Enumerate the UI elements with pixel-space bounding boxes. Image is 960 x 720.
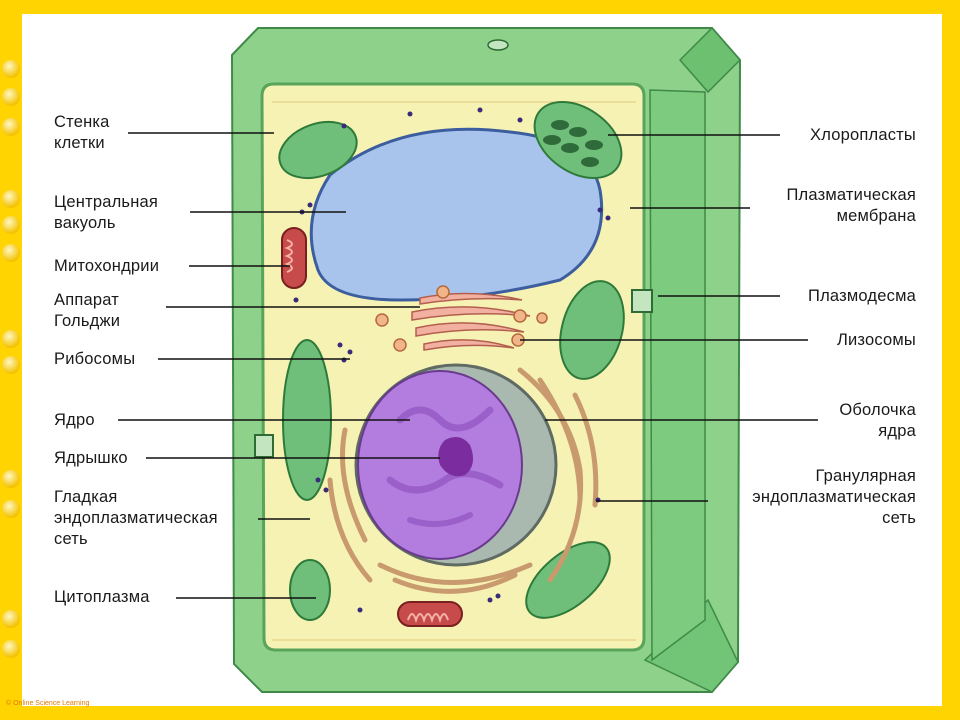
decorative-dot — [2, 244, 20, 262]
decorative-dot — [2, 118, 20, 136]
decorative-dots-strip — [0, 0, 22, 720]
decorative-dot — [2, 88, 20, 106]
rough-er-shapes — [327, 367, 599, 594]
decorative-dot — [2, 60, 20, 78]
label-plasmodesma: Плазмодесма — [808, 287, 916, 305]
leader-lines — [118, 132, 818, 599]
label-nucleus: Ядро — [54, 411, 95, 429]
label-chloroplasts: Хлоропласты — [810, 126, 916, 144]
decorative-dot — [2, 356, 20, 374]
label-mitochondria: Митохондрии — [54, 257, 160, 275]
label-nucleolus: Ядрышко — [54, 449, 128, 467]
plasmodesma-shape — [254, 289, 653, 458]
lysosome-shapes — [375, 285, 548, 352]
decorative-dot — [2, 640, 20, 658]
label-cytoplasm: Цитоплазма — [54, 588, 150, 606]
nucleus-shape — [354, 363, 558, 567]
decorative-dot — [2, 610, 20, 628]
decorative-dot — [2, 216, 20, 234]
label-ribosomes: Рибосомы — [54, 350, 136, 368]
decorative-dot — [2, 470, 20, 488]
mitochondria-shapes — [281, 227, 463, 627]
label-lysosomes: Лизосомы — [836, 331, 916, 349]
decorative-dot — [2, 190, 20, 208]
central-vacuole-shape — [309, 127, 604, 302]
decorative-dot — [2, 330, 20, 348]
decorative-dot — [2, 500, 20, 518]
copyright-text: © Online Science Learning — [6, 700, 90, 707]
